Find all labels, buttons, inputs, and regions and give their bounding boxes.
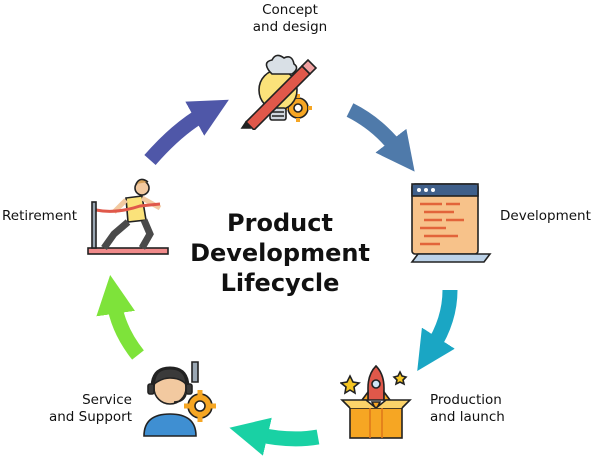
stage-label-service: Service and Support (48, 392, 132, 425)
lightbulb-pencil-gear-icon (240, 54, 318, 130)
arrow-production-to-service (229, 417, 320, 456)
runner-finish-line-icon (87, 178, 169, 255)
arrow-retirement-to-concept (144, 99, 229, 165)
title-line-2: Development (190, 239, 370, 267)
diagram-title: Product Development Lifecycle (180, 208, 380, 298)
rocket-box-icon (340, 364, 412, 439)
arrow-development-to-production (417, 289, 458, 371)
title-line-1: Product (227, 209, 333, 237)
support-agent-icon (143, 361, 216, 437)
code-document-icon (410, 183, 492, 263)
stage-label-retirement: Retirement (2, 208, 77, 224)
title-line-3: Lifecycle (220, 269, 340, 297)
arrow-service-to-retirement (96, 274, 144, 360)
arrow-concept-to-development (346, 103, 415, 172)
stage-label-production: Production and launch (430, 392, 505, 425)
stage-label-development: Development (500, 208, 591, 224)
stage-label-concept: Concept and design (252, 2, 328, 35)
